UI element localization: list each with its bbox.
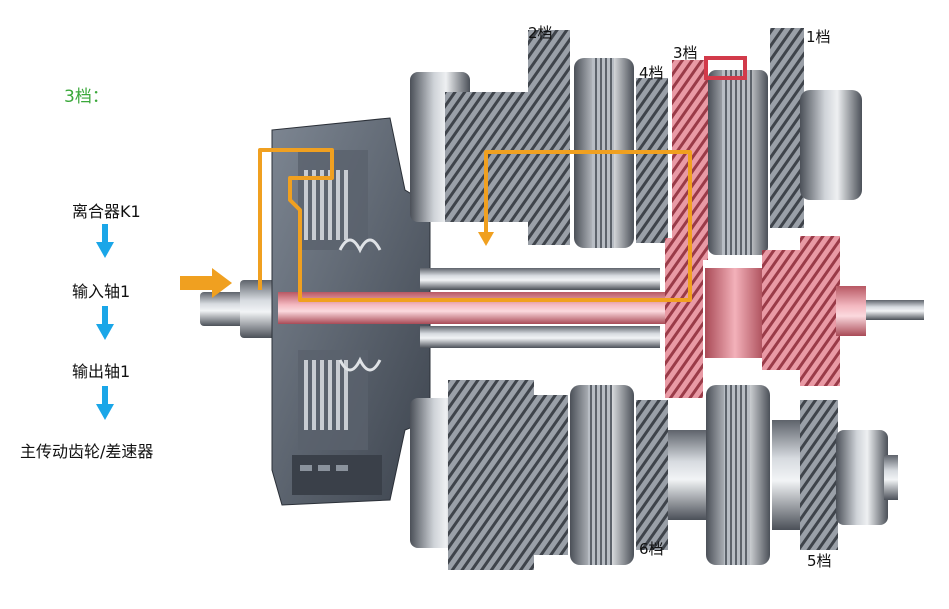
gear-4-wheel [636,78,668,243]
label-gear-2: 2档 [528,24,553,42]
label-gear-4: 4档 [639,64,664,82]
input-shaft-1 [278,292,698,324]
flow-step-input-shaft-1: 输入轴1 [72,282,131,301]
flow-step-final-drive-differential: 主传动齿轮/差速器 [20,442,154,461]
gear-6-wheel [636,400,668,550]
flow-step-clutch-k1: 离合器K1 [72,202,141,221]
gear-1-wheel [770,28,804,228]
output-stub-right [866,300,924,320]
flow-step-output-shaft-1: 输出轴1 [72,362,131,381]
input-power-arrow-icon [180,268,232,298]
down-arrow-icon [96,224,114,258]
lower-output-bearing [836,430,888,525]
label-gear-6: 6档 [639,540,664,558]
input-gear-3 [665,238,703,398]
label-gear-5: 5档 [807,552,832,570]
gear-title: 3档： [64,87,109,107]
down-arrow-icon [96,386,114,420]
power-flow-path [258,148,692,302]
down-arrow-icon [96,306,114,340]
lower-helical-gear [448,380,534,570]
upper-output-bearing [800,90,862,200]
gear-2-wheel [528,30,570,245]
upper-helical-gear [445,92,535,222]
power-flow-arrowhead [478,232,494,246]
label-gear-1: 1档 [806,28,831,46]
label-gear-3: 3档 [673,44,698,62]
gear-5-wheel [800,400,838,550]
